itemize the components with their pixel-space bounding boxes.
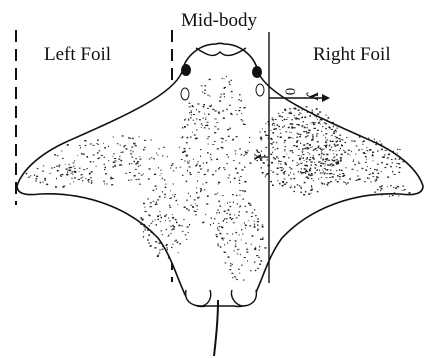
right-eye — [252, 66, 262, 78]
right-foil-label: Right Foil — [313, 45, 391, 64]
x-axis-label: x — [251, 154, 265, 161]
left-foil-label: Left Foil — [44, 45, 111, 64]
tail — [214, 300, 218, 356]
manta-body-outline — [17, 43, 423, 306]
y-axis-label: y — [307, 92, 324, 101]
origin-label: 0 — [281, 88, 296, 96]
left-pelvic-fin — [186, 290, 211, 306]
left-eye — [181, 64, 191, 76]
mid-body-label: Mid-body — [181, 11, 257, 30]
